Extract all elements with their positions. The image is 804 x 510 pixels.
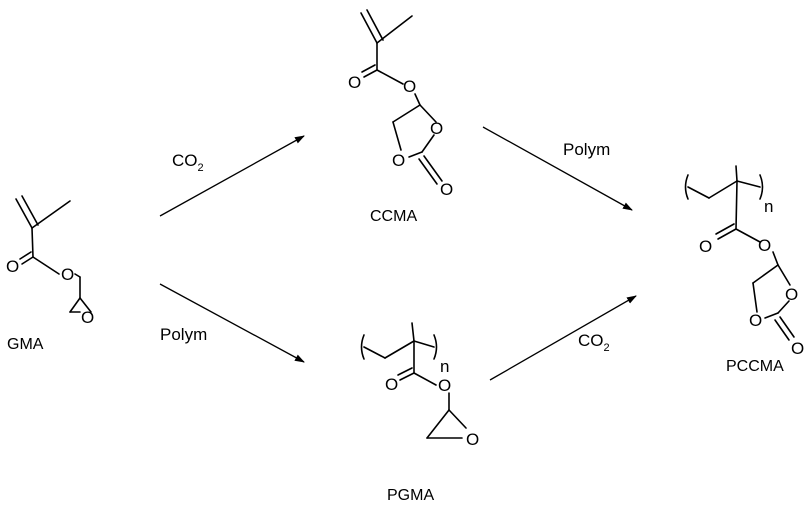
pccma-ester-oxygen: O bbox=[758, 236, 771, 255]
pgma-epoxide-oxygen: O bbox=[466, 430, 479, 449]
reagent-labels: CO2 Polym Polym CO2 bbox=[160, 140, 610, 354]
reagent-co2-top: CO2 bbox=[172, 151, 204, 174]
gma-label: GMA bbox=[7, 336, 44, 353]
pccma-carbonyl-oxygen: O bbox=[699, 237, 712, 256]
arrow-pgma-to-pccma bbox=[489, 295, 637, 381]
ccma-ring-oxygen-left: O bbox=[392, 151, 405, 170]
pccma-label: PCCMA bbox=[726, 358, 784, 375]
pgma-ester-oxygen: O bbox=[438, 376, 451, 395]
gma-structure: O O O GMA bbox=[6, 195, 94, 353]
pccma-structure: n O O O O O PCCMA bbox=[684, 165, 804, 375]
pgma-structure: n O O O PGMA bbox=[360, 322, 479, 504]
ccma-ester-oxygen: O bbox=[403, 77, 416, 96]
arrow-ccma-to-pccma bbox=[482, 126, 633, 211]
pgma-carbonyl-oxygen: O bbox=[385, 375, 398, 394]
ccma-ring-oxygen-right: O bbox=[430, 119, 443, 138]
reagent-polym-bottom: Polym bbox=[160, 325, 207, 344]
pccma-carbonate-oxygen: O bbox=[791, 339, 804, 358]
gma-carbonyl-oxygen: O bbox=[6, 257, 19, 276]
pccma-repeat-n: n bbox=[764, 197, 773, 216]
reagent-co2-bottom: CO2 bbox=[578, 331, 610, 354]
reagent-polym-top: Polym bbox=[563, 140, 610, 159]
ccma-structure: O O O O O CCMA bbox=[348, 9, 453, 225]
pgma-label: PGMA bbox=[387, 487, 434, 504]
gma-epoxide-oxygen: O bbox=[81, 308, 94, 327]
gma-ester-oxygen: O bbox=[61, 265, 74, 284]
reaction-arrows bbox=[159, 126, 637, 381]
arrow-gma-to-pgma bbox=[159, 283, 305, 363]
ccma-label: CCMA bbox=[370, 208, 417, 225]
pgma-repeat-n: n bbox=[440, 357, 449, 376]
pccma-ring-oxygen-left: O bbox=[749, 311, 762, 330]
ccma-carbonate-oxygen: O bbox=[440, 180, 453, 199]
pccma-ring-oxygen-right: O bbox=[785, 285, 798, 304]
ccma-carbonyl-oxygen: O bbox=[348, 73, 361, 92]
arrow-gma-to-ccma bbox=[159, 135, 305, 217]
